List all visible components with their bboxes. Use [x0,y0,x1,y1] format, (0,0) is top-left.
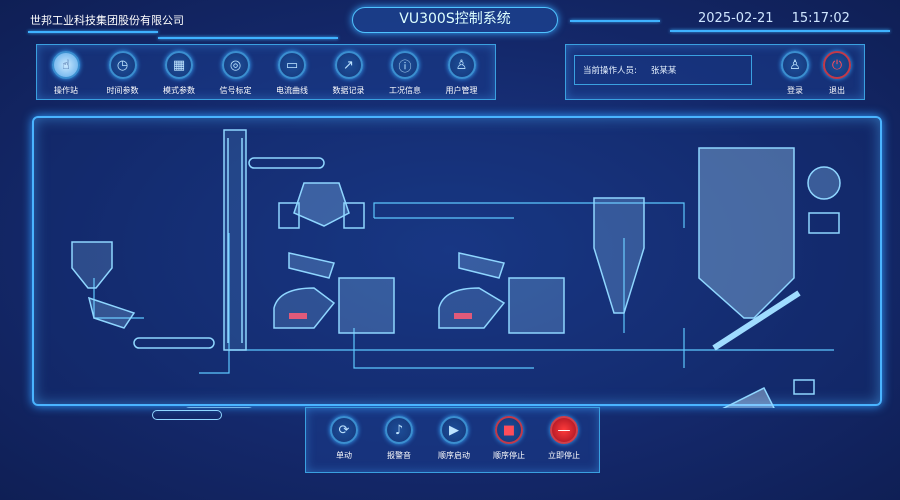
bell-icon: ♪ [385,416,413,444]
control-label: 立即停止 [548,451,580,460]
screen-2 [458,252,505,279]
process-diagram [32,116,882,431]
datetime: 2025-02-21 15:17:02 [698,11,868,26]
control-button-3[interactable]: ▶ 顺序启动 [429,416,479,461]
control-button-2[interactable]: ♪ 报警音 [374,416,424,461]
nav-label: 信号标定 [219,86,252,95]
control-label: 顺序停止 [493,451,525,460]
user-manage-icon: ♙ [447,51,476,79]
mill-1 [273,277,395,334]
header-divider [28,31,158,33]
cyclone [593,197,645,314]
monitor-icon: ▭ [278,51,306,79]
operator-field: 当前操作人员: 张某某 [574,55,752,85]
nav-toolbar: ☝ 操作站 ◷ 时间参数 ▦ 模式参数 ◎ 信号标定 ▭ 电流曲线 ↗ 数据记录 ⓘ 工况信息 ♙ 用户管理 [36,44,496,100]
company-name: 世邦工业科技集团股份有限公司 [30,14,184,27]
hand-pointer-icon: ☝ [52,51,80,79]
operator-label: 当前操作人员: [583,66,637,76]
signal-icon: ◎ [221,51,250,79]
login-button[interactable]: ♙ 登录 [770,51,820,96]
grid-icon: ▦ [165,51,193,79]
control-button-5[interactable]: — 立即停止 [539,416,589,461]
nav-button-8[interactable]: ♙ 用户管理 [437,51,487,96]
stop-icon: ■ [495,416,523,444]
nav-button-7[interactable]: ⓘ 工况信息 [380,51,430,96]
logout-button[interactable]: ⏻ 退出 [812,51,862,96]
header-divider [158,37,338,39]
feeder-1 [87,296,136,329]
nav-button-6[interactable]: ↗ 数据记录 [324,51,374,96]
dust-collector [698,147,795,319]
nav-label: 时间参数 [106,86,139,95]
mill-2 [438,277,565,334]
operator-name: 张某某 [650,66,677,76]
control-button-1[interactable]: ⟳ 单动 [319,416,369,461]
clock-icon: ◷ [108,51,137,79]
info-icon: ⓘ [391,51,419,79]
conveyor-2 [248,157,325,169]
header-divider [570,20,660,22]
play-icon: ▶ [440,416,468,444]
date: 2025-02-21 [698,11,774,26]
bottom-conveyor [152,410,222,420]
mixer [712,379,815,431]
control-panel: ⟳ 单动 ♪ 报警音 ▶ 顺序启动 ■ 顺序停止 — 立即停止 [305,407,600,473]
screen-1 [288,252,335,279]
nav-button-5[interactable]: ▭ 电流曲线 [267,51,317,96]
app-title: VU300S控制系统 [352,7,558,33]
nav-label: 用户管理 [445,86,478,95]
control-button-4[interactable]: ■ 顺序停止 [484,416,534,461]
nav-label: 模式参数 [163,86,195,95]
nav-button-4[interactable]: ◎ 信号标定 [211,51,261,96]
hopper [71,241,113,289]
power-icon: ⏻ [823,51,851,79]
nav-button-2[interactable]: ◷ 时间参数 [98,51,148,96]
nav-button-3[interactable]: ▦ 模式参数 [154,51,204,96]
nav-label: 操作站 [54,86,78,95]
nav-label: 电流曲线 [276,86,308,95]
control-label: 报警音 [387,451,411,460]
screw-conveyor [712,290,801,351]
nav-button-1[interactable]: ☝ 操作站 [41,51,91,96]
nav-label: 工况信息 [389,86,421,95]
login-label: 登录 [787,86,803,95]
crusher [278,182,365,229]
chart-icon: ↗ [334,51,363,79]
single-action-icon: ⟳ [330,416,358,444]
fan [807,166,841,234]
bucket-elevator [223,129,247,351]
emergency-stop-icon: — [550,416,578,444]
time: 15:17:02 [791,11,850,26]
control-label: 单动 [336,451,352,460]
conveyor-1 [133,337,215,349]
control-label: 顺序启动 [438,451,470,460]
logout-label: 退出 [829,86,845,95]
user-icon: ♙ [781,51,809,79]
nav-label: 数据记录 [332,86,365,95]
header-divider [670,30,890,32]
user-panel: 当前操作人员: 张某某 ♙ 登录 ⏻ 退出 [565,44,865,100]
